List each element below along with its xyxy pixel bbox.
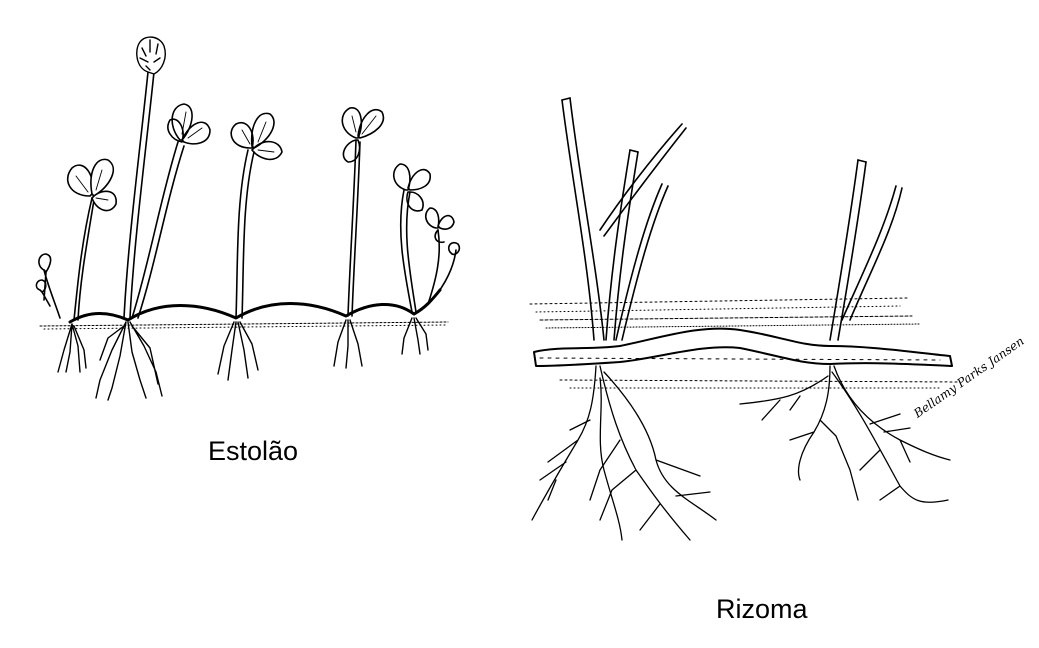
rhizome-body	[533, 327, 953, 367]
rhizome-soil-texture	[529, 297, 961, 389]
clover-leaf	[35, 253, 52, 307]
rhizome-drawing: Bellamy Parks Jansen	[529, 97, 1027, 541]
rhizome-shoots	[561, 97, 903, 341]
clover-leaf	[167, 103, 211, 145]
clover-leaf	[424, 207, 455, 244]
clover-leaf	[393, 163, 431, 212]
rhizome-caption: Rizoma	[716, 594, 808, 624]
stolon-roots	[57, 317, 429, 401]
rhizome-roots	[531, 365, 951, 541]
stolon-stems	[43, 71, 457, 321]
clover-flower	[136, 36, 166, 75]
artist-signature: Bellamy Parks Jansen	[910, 334, 1026, 421]
clover-leaves	[35, 103, 461, 307]
stolon-caption: Estolão	[208, 436, 299, 466]
stolon-soil-line	[39, 321, 449, 330]
signature-text: Bellamy Parks Jansen	[910, 334, 1026, 421]
stolon-drawing	[35, 36, 461, 401]
stolon-runner	[68, 288, 442, 324]
clover-leaf	[66, 158, 117, 212]
clover-leaf	[341, 107, 385, 163]
clover-leaf	[230, 112, 283, 161]
clover-bud	[447, 241, 461, 256]
